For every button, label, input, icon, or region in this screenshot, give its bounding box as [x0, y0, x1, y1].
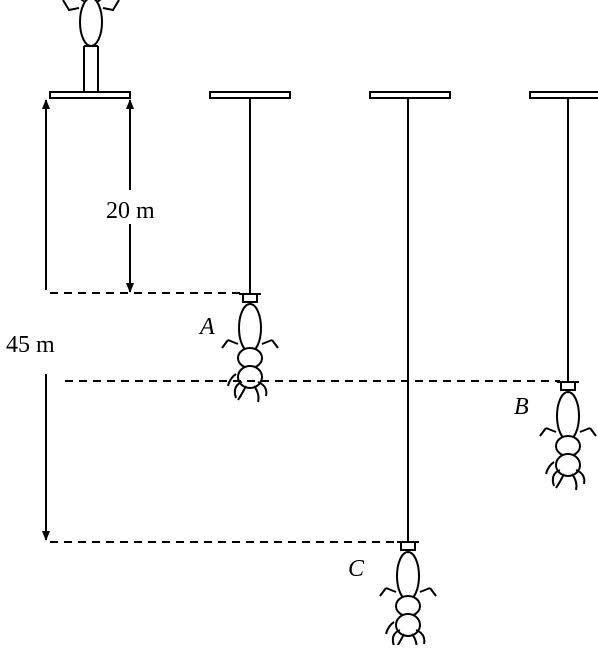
platforms — [49, 91, 598, 99]
platform-start — [49, 91, 131, 99]
label-45m: 45 m — [6, 332, 55, 358]
platform-b — [529, 91, 598, 99]
reference-lines — [50, 292, 560, 543]
jumper-b-icon — [539, 381, 597, 491]
label-c: C — [348, 556, 365, 582]
label-20m: 20 m — [106, 198, 155, 224]
label-a: A — [198, 314, 215, 340]
platform-a — [209, 91, 291, 99]
cords — [249, 98, 569, 542]
standing-jumper-icon — [62, 0, 120, 93]
jumper-a-icon — [221, 293, 279, 403]
platform-c — [369, 91, 451, 99]
label-b: B — [514, 394, 529, 420]
dimension-arrows — [42, 99, 134, 541]
jumper-c-icon — [379, 541, 437, 650]
